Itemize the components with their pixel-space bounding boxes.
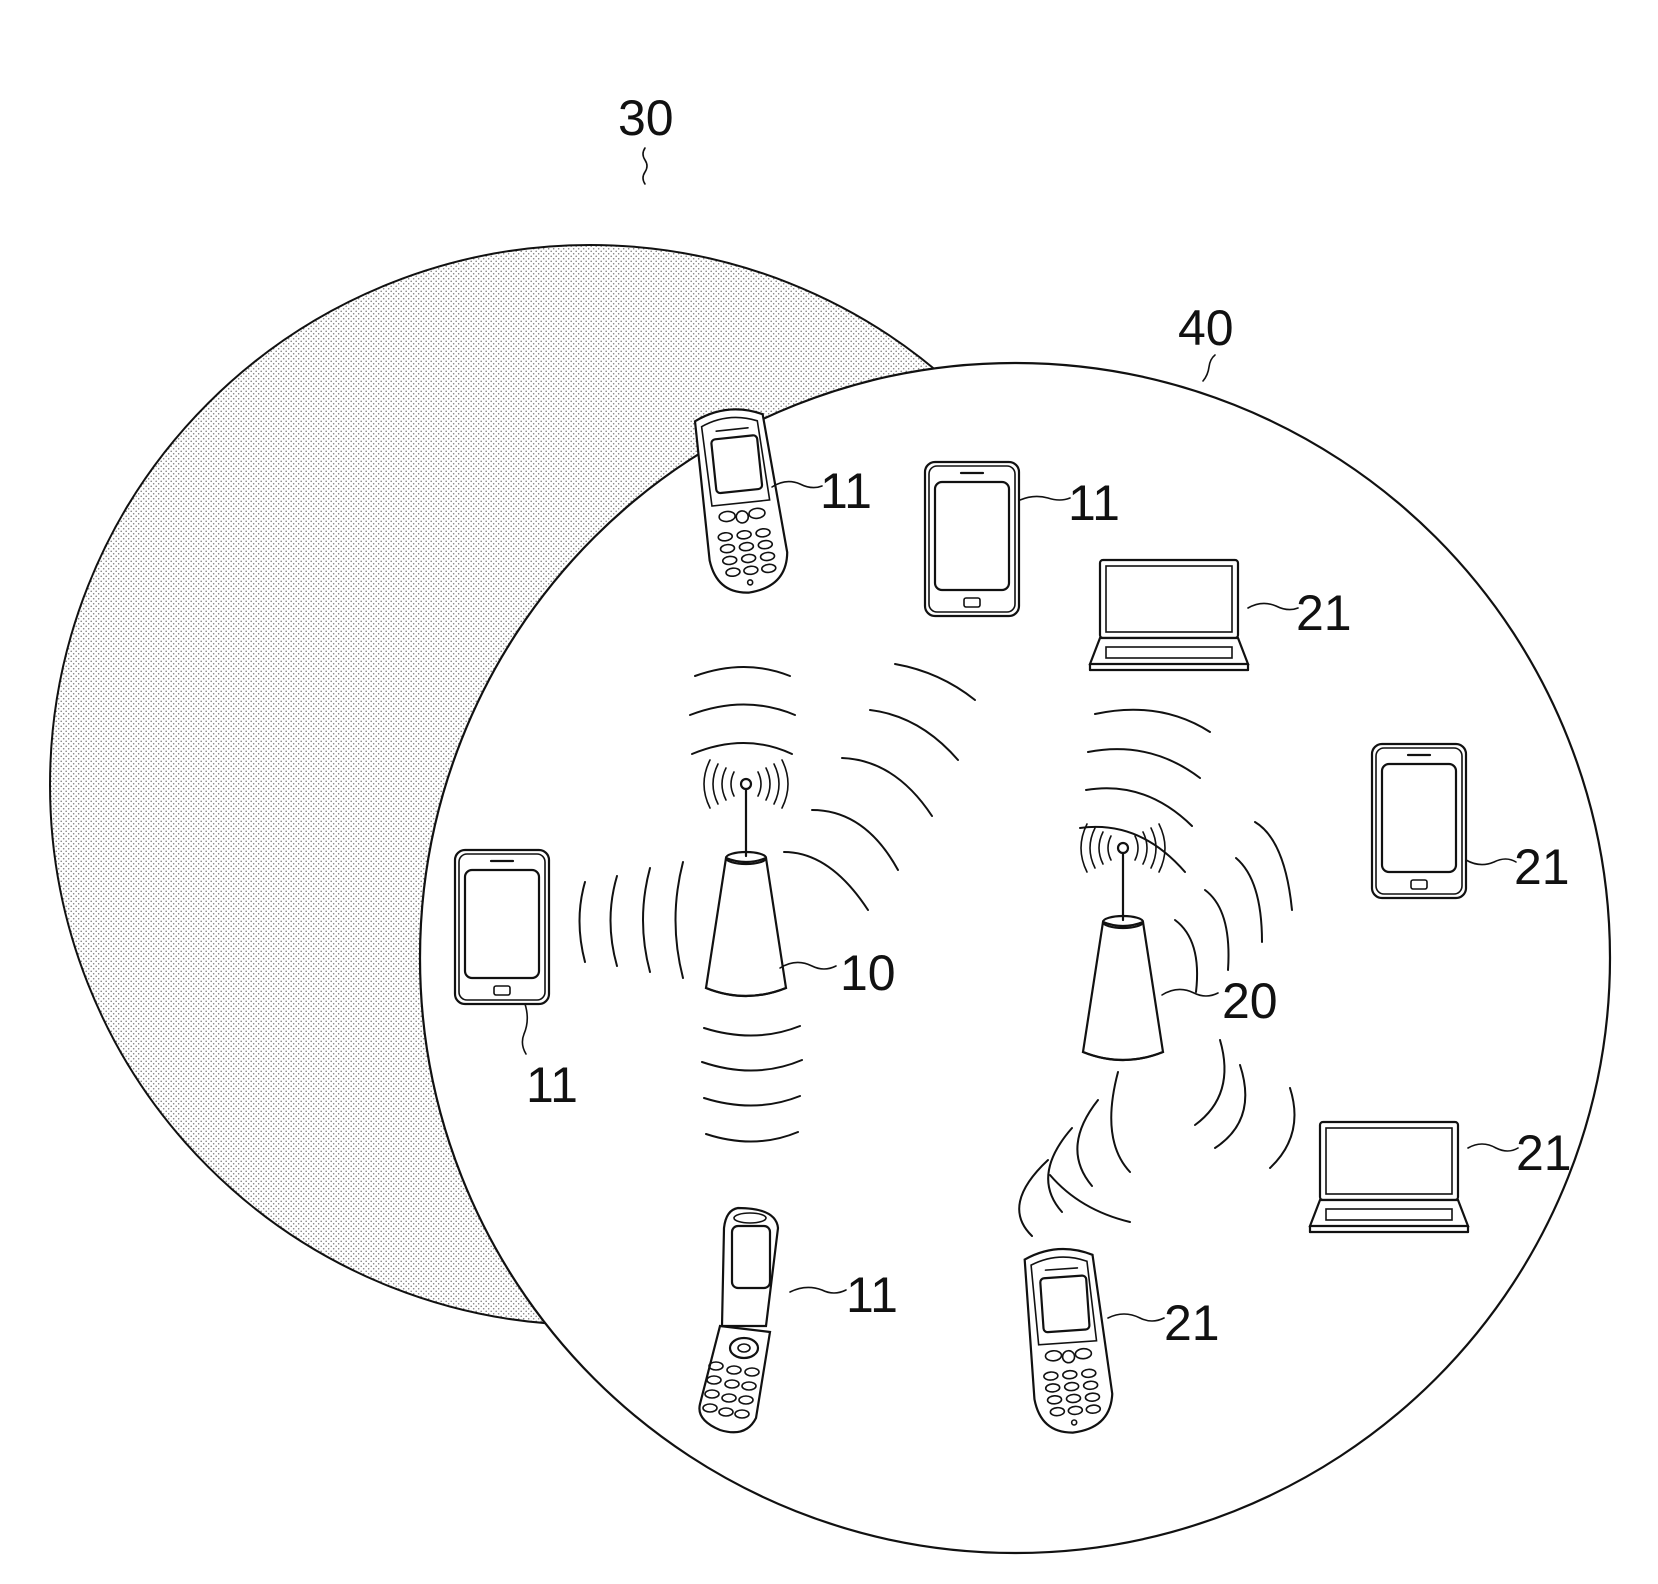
terminal-21-smartphone-right bbox=[1372, 744, 1466, 898]
ref-label-10: 10 bbox=[840, 945, 896, 1001]
ref-label-11-flipphone: 11 bbox=[846, 1267, 898, 1323]
ref-label-21-laptop-bottom: 21 bbox=[1516, 1125, 1572, 1181]
ref-label-11-smartphone-left: 11 bbox=[526, 1057, 578, 1113]
laptop-icon bbox=[1090, 560, 1248, 670]
terminal-21-laptop-top bbox=[1090, 560, 1248, 670]
terminal-21-laptop-bottom bbox=[1310, 1122, 1468, 1232]
leader-line-40 bbox=[1203, 355, 1215, 381]
ref-label-40: 40 bbox=[1178, 300, 1234, 356]
leader-line-30 bbox=[643, 148, 647, 184]
ref-label-11-candybar: 11 bbox=[820, 463, 872, 519]
ref-label-30: 30 bbox=[618, 90, 674, 146]
laptop-icon bbox=[1310, 1122, 1468, 1232]
ref-label-21-laptop-top: 21 bbox=[1296, 585, 1352, 641]
ref-label-11-smartphone-top: 11 bbox=[1068, 475, 1120, 531]
terminal-11-smartphone-top bbox=[925, 462, 1019, 616]
ref-label-21-candybar: 21 bbox=[1164, 1295, 1220, 1351]
smartphone-icon bbox=[455, 850, 549, 1004]
smartphone-icon bbox=[925, 462, 1019, 616]
ref-label-21-smartphone-right: 21 bbox=[1514, 839, 1570, 895]
terminal-11-smartphone-left bbox=[455, 850, 549, 1004]
ref-label-20: 20 bbox=[1222, 973, 1278, 1029]
smartphone-icon bbox=[1372, 744, 1466, 898]
